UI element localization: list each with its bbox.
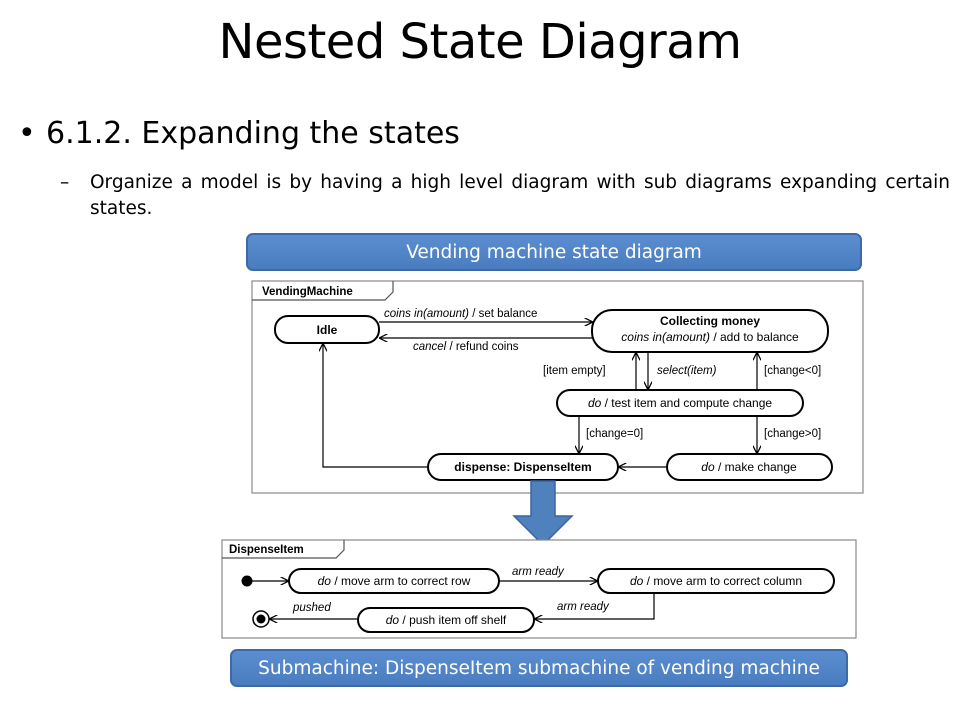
do-keyword: do bbox=[630, 574, 644, 588]
state-idle-label: Idle bbox=[317, 323, 338, 337]
internal-action-add-to-balance: / add to balance bbox=[710, 330, 799, 344]
state-move-arm-column: do / move arm to correct column bbox=[597, 568, 835, 594]
slide-title: Nested State Diagram bbox=[218, 14, 742, 70]
state-move-arm-row-label: do / move arm to correct row bbox=[318, 574, 471, 588]
vending-transitions bbox=[323, 322, 757, 467]
dash-icon: – bbox=[60, 172, 70, 193]
label-arm-ready-2: arm ready bbox=[557, 601, 610, 613]
state-collecting-internal: coins in(amount) / add to balance bbox=[621, 330, 799, 344]
action-move-arm-row: / move arm to correct row bbox=[331, 574, 471, 588]
frame-label-vending-machine: VendingMachine bbox=[262, 286, 353, 298]
state-make-change: do / make change bbox=[666, 453, 833, 481]
do-keyword: do bbox=[386, 613, 400, 627]
dispense-transition-labels: arm ready arm ready pushed bbox=[292, 566, 610, 614]
bullet-text: 6.1.2. Expanding the states bbox=[46, 116, 460, 151]
label-coins-in: coins in(amount) / set balance bbox=[384, 308, 537, 320]
frame-label-dispense-item: DispenseItem bbox=[229, 544, 304, 556]
do-keyword: do bbox=[318, 574, 332, 588]
bullet-item: • 6.1.2. Expanding the states bbox=[18, 116, 460, 151]
state-idle: Idle bbox=[274, 315, 380, 344]
callout-vending-machine: Vending machine state diagram bbox=[246, 233, 862, 271]
internal-event-coins-in: coins in(amount) bbox=[621, 330, 710, 344]
callout-dispense-submachine: Submachine: DispenseItem submachine of v… bbox=[230, 649, 848, 687]
final-state-icon bbox=[252, 610, 270, 628]
action-test-item: / test item and compute change bbox=[601, 396, 772, 410]
state-collecting-money: Collecting money coins in(amount) / add … bbox=[591, 309, 829, 353]
transition-arm-ready-2 bbox=[535, 593, 655, 619]
bullet-dot-icon: • bbox=[18, 116, 36, 151]
expand-down-arrow-icon bbox=[512, 480, 574, 547]
state-make-change-label: do / make change bbox=[701, 460, 797, 474]
do-keyword: do bbox=[701, 460, 715, 474]
label-change-gt0: [change>0] bbox=[764, 428, 821, 440]
state-test-item: do / test item and compute change bbox=[556, 389, 804, 417]
label-arm-ready-1: arm ready bbox=[512, 566, 565, 578]
state-push-item: do / push item off shelf bbox=[357, 607, 535, 633]
state-dispense: dispense: DispenseItem bbox=[427, 453, 619, 481]
state-push-item-label: do / push item off shelf bbox=[386, 613, 507, 627]
action-set-balance: / set balance bbox=[469, 308, 537, 320]
label-pushed: pushed bbox=[292, 602, 331, 614]
do-keyword: do bbox=[588, 396, 602, 410]
label-cancel: cancel / refund coins bbox=[413, 341, 519, 353]
initial-state-icon bbox=[241, 575, 253, 587]
dispense-transitions bbox=[270, 581, 655, 619]
state-dispense-label: dispense: DispenseItem bbox=[454, 460, 591, 474]
sub-bullet-text: Organize a model is by having a high lev… bbox=[90, 172, 950, 219]
sub-bullet-item: – Organize a model is by having a high l… bbox=[60, 170, 950, 222]
action-move-arm-column: / move arm to correct column bbox=[643, 574, 802, 588]
label-select-item: select(item) bbox=[657, 365, 717, 377]
state-move-arm-row: do / move arm to correct row bbox=[288, 568, 500, 594]
label-change-eq0: [change=0] bbox=[586, 428, 643, 440]
action-push-item: / push item off shelf bbox=[399, 613, 507, 627]
state-collecting-title: Collecting money bbox=[660, 314, 760, 328]
vending-transition-labels: coins in(amount) / set balance cancel / … bbox=[384, 308, 821, 440]
label-change-lt0: [change<0] bbox=[764, 365, 821, 377]
state-move-arm-column-label: do / move arm to correct column bbox=[630, 574, 802, 588]
transition-dispensed bbox=[323, 344, 428, 468]
label-item-empty: [item empty] bbox=[543, 365, 606, 377]
event-cancel: cancel bbox=[413, 341, 447, 353]
state-test-item-label: do / test item and compute change bbox=[588, 396, 772, 410]
action-refund-coins: / refund coins bbox=[446, 341, 518, 353]
action-make-change: / make change bbox=[715, 460, 797, 474]
event-coins-in: coins in(amount) bbox=[384, 308, 469, 320]
